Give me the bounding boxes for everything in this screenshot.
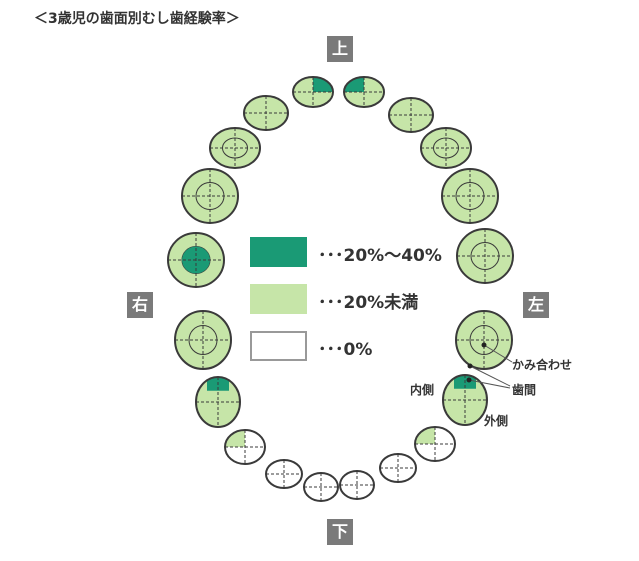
legend-label-low: ･･･20%未満: [318, 293, 419, 313]
legend-label-high: ･･･20%〜40%: [318, 246, 442, 266]
tooth-upper-right-first-molar: [181, 168, 239, 224]
tooth-upper-right-lateral-incisor: [243, 95, 289, 131]
annotation-point: [467, 363, 473, 369]
annotation-point: [481, 342, 487, 348]
legend-swatch-low: [250, 284, 307, 314]
tooth-lower-right-lateral-incisor: [265, 459, 303, 489]
legend-label-zero: ･･･0%: [318, 340, 373, 360]
tooth-lower-right-second-molar: [174, 310, 232, 370]
annotation-interproximal: 歯間: [512, 383, 537, 397]
legend-swatch-high: [250, 237, 307, 267]
annotation-leader-line: [469, 365, 511, 387]
annotation-leader-line: [468, 379, 511, 389]
direction-right: 右: [127, 292, 153, 318]
tooth-upper-left-first-molar: [441, 168, 499, 224]
tooth-upper-left-lateral-incisor: [388, 97, 434, 133]
tooth-lower-right-central-incisor: [303, 472, 339, 502]
tooth-upper-right-central-incisor: [292, 76, 334, 108]
direction-left: 左: [523, 292, 549, 318]
direction-bottom: 下: [327, 519, 353, 545]
tooth-upper-right-canine: [209, 127, 261, 169]
legend-swatch-zero: [250, 331, 307, 361]
tooth-lower-right-first-molar: [195, 376, 241, 428]
tooth-upper-right-second-molar: [167, 232, 225, 288]
tooth-upper-left-canine: [420, 127, 472, 169]
tooth-lower-left-second-molar: [455, 310, 513, 370]
tooth-upper-left-central-incisor: [343, 76, 385, 108]
tooth-lower-left-canine: [414, 426, 456, 462]
annotation-leader-line: [483, 344, 513, 363]
annotation-buccal: 外側: [484, 414, 509, 428]
annotation-point: [466, 377, 472, 383]
annotation-occlusal: かみ合わせ: [512, 358, 573, 372]
tooth-lower-left-lateral-incisor: [379, 453, 417, 483]
tooth-upper-left-second-molar: [456, 228, 514, 284]
chart-title: ＜3歳児の歯面別むし歯経験率＞: [34, 11, 240, 27]
annotation-lingual: 内側: [410, 383, 435, 397]
tooth-lower-left-first-molar: [442, 374, 488, 426]
tooth-lower-left-central-incisor: [339, 470, 375, 500]
direction-top: 上: [327, 36, 353, 62]
tooth-lower-right-canine: [224, 429, 266, 465]
